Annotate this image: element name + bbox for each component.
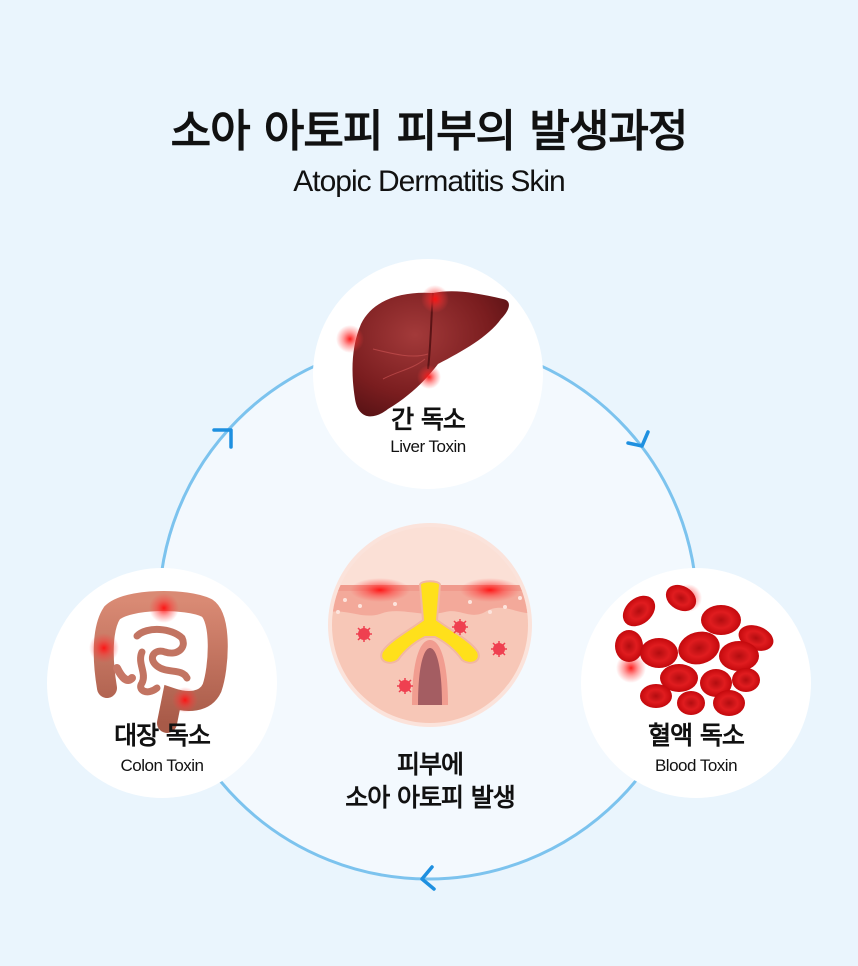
- page-title: 소아 아토피 피부의 발생과정: [170, 106, 689, 157]
- node-colon-toxin: 대장 독소 Colon Toxin: [47, 568, 277, 798]
- colon-label-ko: 대장 독소: [114, 721, 211, 750]
- page-subtitle: Atopic Dermatitis Skin: [293, 165, 565, 198]
- colon-label-en: Colon Toxin: [120, 756, 204, 775]
- node-liver-toxin: 간 독소 Liver Toxin: [313, 259, 543, 489]
- arrow-up-right-icon: [212, 428, 233, 449]
- liver-label-ko: 간 독소: [391, 405, 466, 434]
- node-blood-toxin: 혈액 독소 Blood Toxin: [581, 568, 811, 798]
- center-label-line1: 피부에: [396, 750, 464, 779]
- liver-label-en: Liver Toxin: [390, 437, 466, 456]
- skin-follicle-icon: [328, 523, 532, 727]
- blood-cells-icon: [615, 584, 774, 716]
- center-label-line2: 소아 아토피 발생: [345, 783, 515, 812]
- arrow-left-icon: [420, 865, 436, 891]
- blood-label-ko: 혈액 독소: [648, 721, 745, 750]
- arrow-down-right-icon: [626, 430, 650, 448]
- colon-icon: [89, 591, 228, 733]
- blood-label-en: Blood Toxin: [654, 756, 738, 775]
- liver-icon: [336, 285, 509, 417]
